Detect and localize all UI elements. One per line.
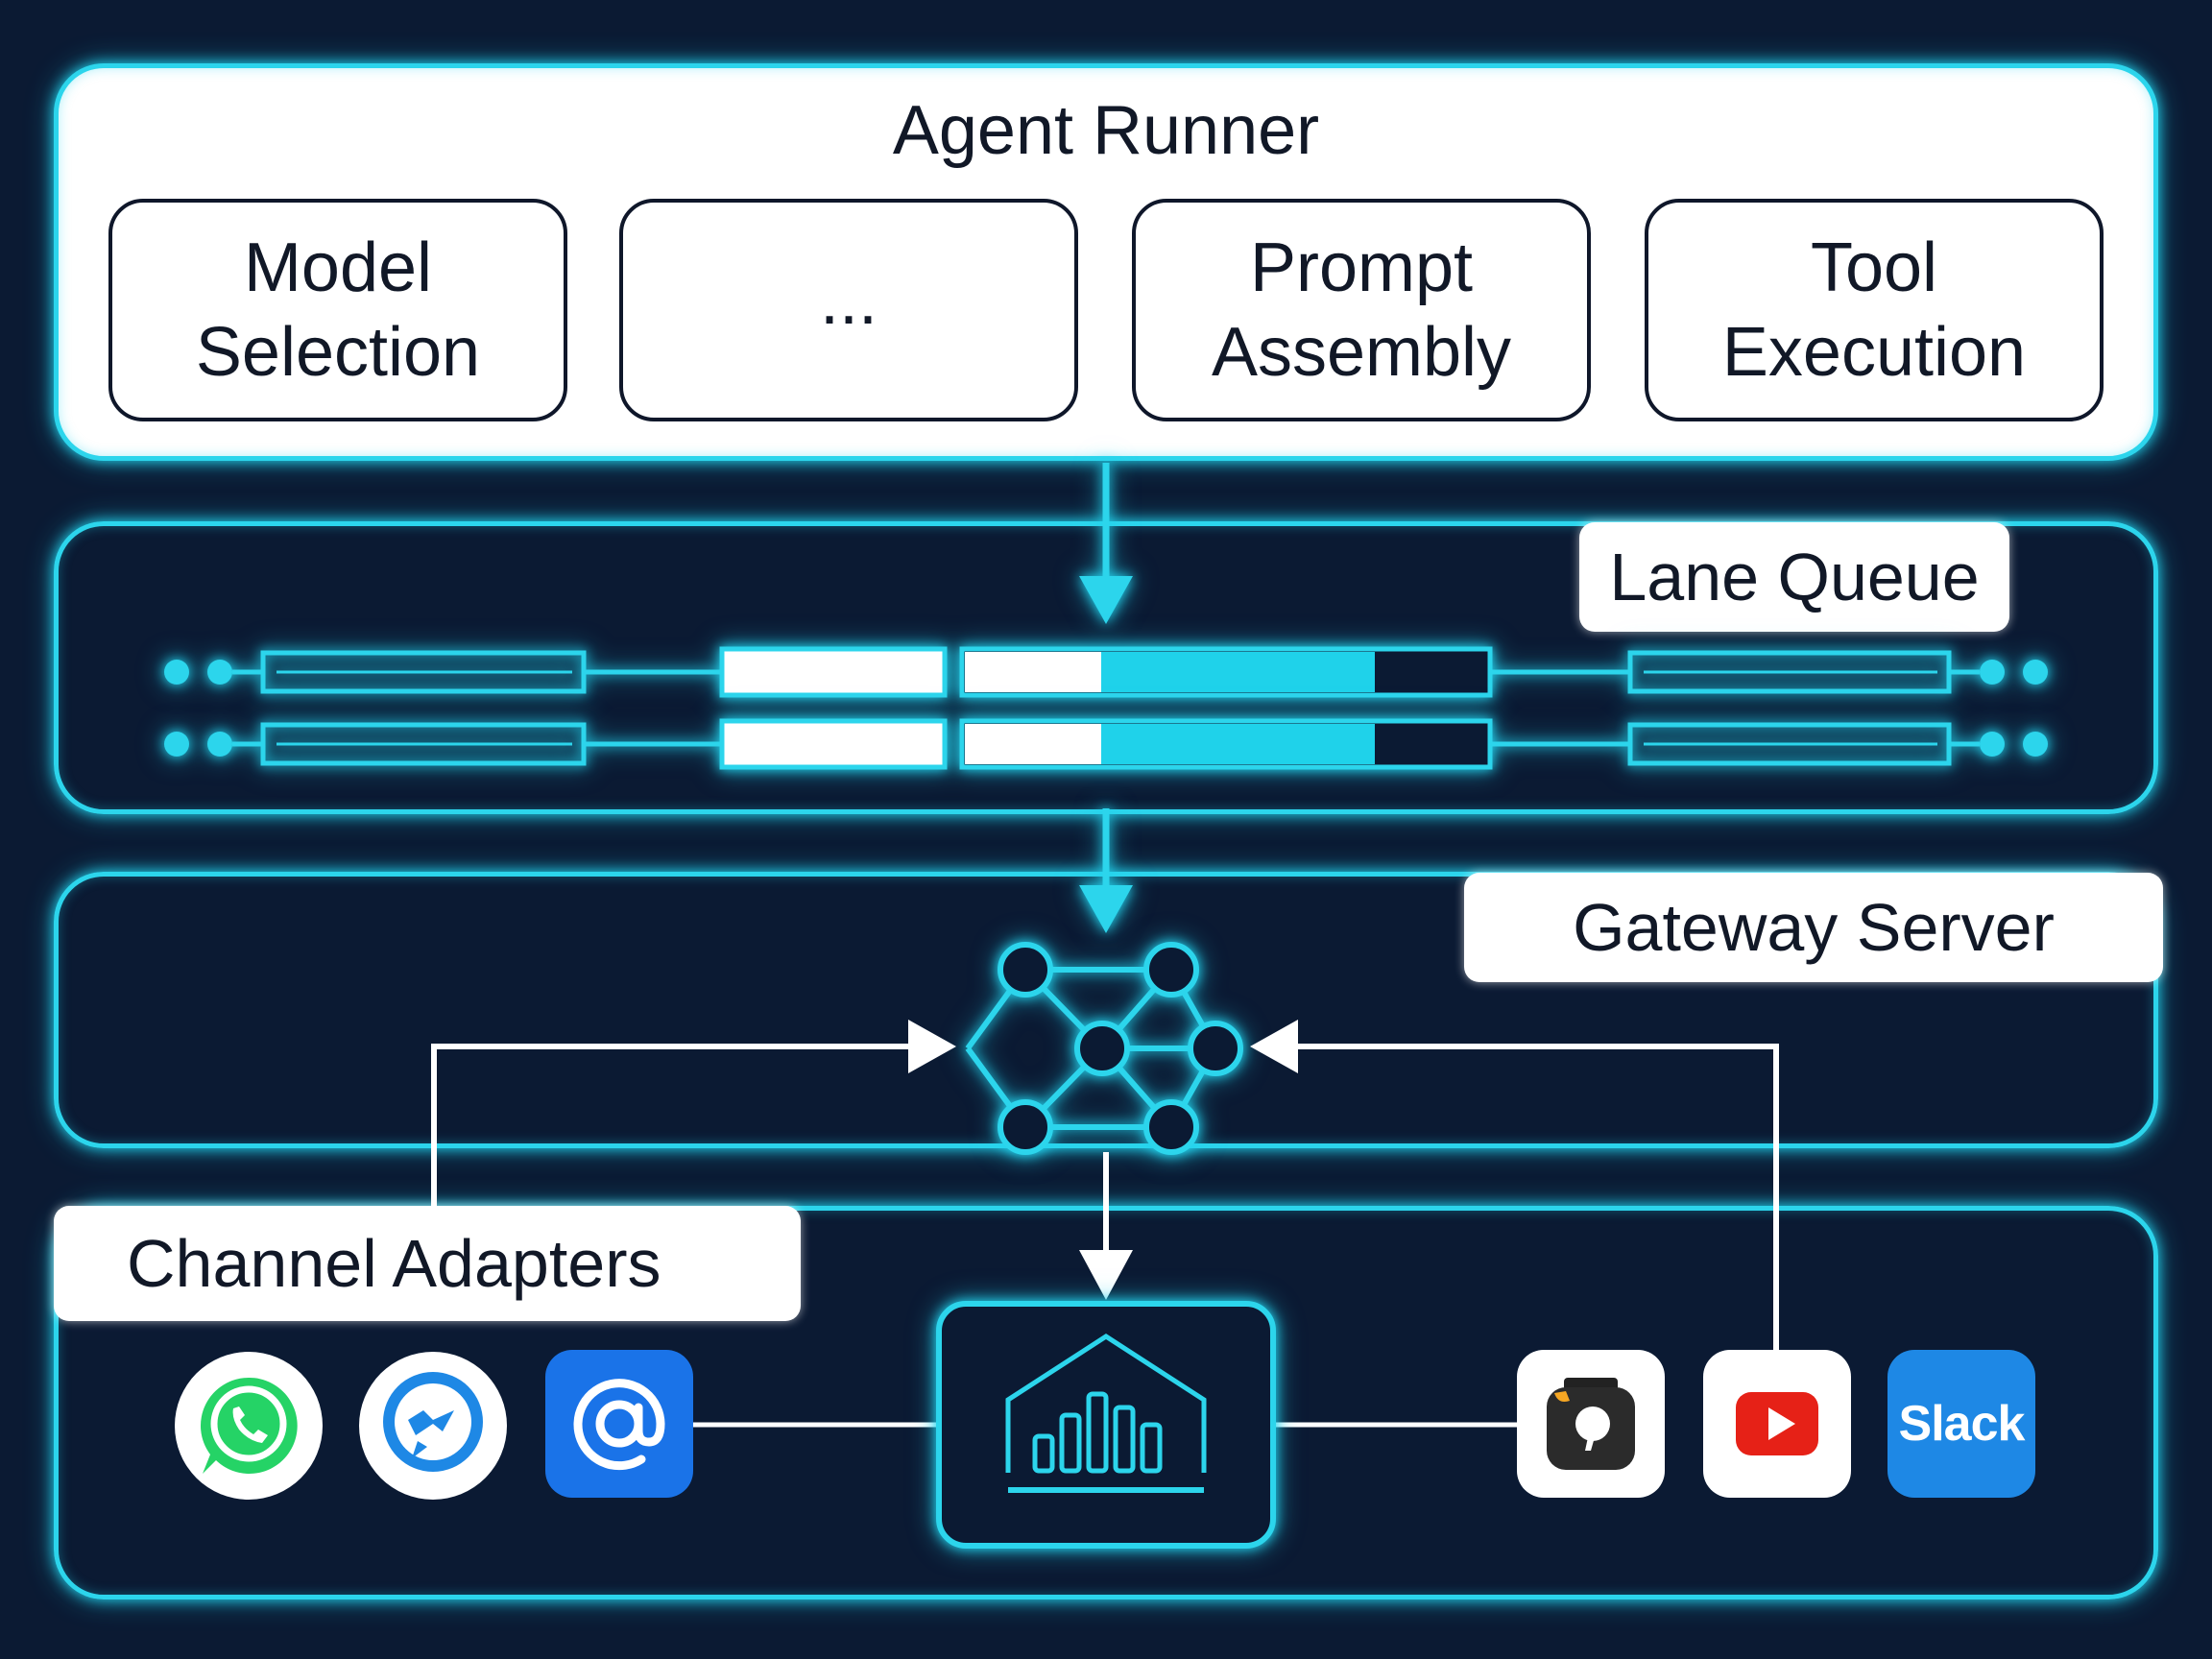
arrow-gateway-to-adapter-hub bbox=[1079, 1152, 1133, 1300]
ellipsis-text: ... bbox=[819, 262, 878, 339]
prompt-assembly-line2: Assembly bbox=[1211, 314, 1512, 391]
ellipsis-box: ... bbox=[619, 199, 1078, 421]
model-selection-line1: Model bbox=[243, 229, 433, 306]
whatsapp-icon bbox=[175, 1352, 323, 1500]
youtube-icon bbox=[1703, 1350, 1851, 1498]
queue-dot bbox=[1980, 660, 2005, 685]
gateway-server-panel: Gateway Server bbox=[54, 872, 2163, 1148]
graph-node bbox=[1143, 1099, 1199, 1155]
queue-dot bbox=[2023, 660, 2048, 685]
graph-node bbox=[1074, 1021, 1130, 1076]
queue-dot bbox=[207, 732, 232, 757]
graph-node bbox=[1188, 1021, 1243, 1076]
queue-lane-1 bbox=[164, 646, 2048, 698]
prompt-assembly-line1: Prompt bbox=[1249, 229, 1474, 306]
model-selection-box: Model Selection bbox=[108, 199, 567, 421]
agent-runner-title: Agent Runner bbox=[892, 92, 1320, 169]
queue-dot bbox=[207, 660, 232, 685]
graph-node bbox=[998, 1099, 1053, 1155]
queue-dot bbox=[164, 732, 189, 757]
arrow-adapters-left-to-gateway bbox=[431, 1020, 956, 1208]
arrow-adapters-right-to-gateway bbox=[1250, 1020, 1779, 1354]
queue-dot bbox=[164, 660, 189, 685]
slack-text: Slack bbox=[1898, 1396, 2026, 1452]
arrow-queue-to-gateway bbox=[1079, 808, 1133, 933]
tool-execution-line1: Tool bbox=[1810, 229, 1938, 306]
prompt-assembly-box: Prompt Assembly bbox=[1132, 199, 1591, 421]
notebook-icon bbox=[1517, 1350, 1665, 1498]
gateway-hub-graph-icon bbox=[965, 942, 1243, 1155]
queue-dot bbox=[1980, 732, 2005, 757]
model-selection-line2: Selection bbox=[195, 314, 481, 391]
tool-execution-line2: Execution bbox=[1721, 314, 2027, 391]
messenger-icon bbox=[359, 1352, 507, 1500]
gateway-server-label: Gateway Server bbox=[1464, 873, 2163, 982]
adapter-hub-box bbox=[936, 1301, 1276, 1549]
arrow-runner-to-queue bbox=[1079, 463, 1133, 624]
tool-execution-box: Tool Execution bbox=[1645, 199, 2104, 421]
bar-chart-house-icon bbox=[1005, 1334, 1207, 1493]
queue-item bbox=[719, 718, 948, 770]
graph-node bbox=[998, 942, 1053, 998]
channel-adapters-label: Channel Adapters bbox=[54, 1206, 801, 1321]
queue-item bbox=[719, 646, 948, 698]
graph-node bbox=[1143, 942, 1199, 998]
email-at-icon bbox=[545, 1350, 693, 1498]
agent-runner-panel: Agent Runner Model Selection ... Prompt … bbox=[54, 63, 2158, 461]
queue-dot bbox=[2023, 732, 2048, 757]
lane-queue-label: Lane Queue bbox=[1579, 522, 2009, 632]
slack-icon: Slack bbox=[1887, 1350, 2035, 1498]
queue-lane-2 bbox=[164, 718, 2048, 770]
